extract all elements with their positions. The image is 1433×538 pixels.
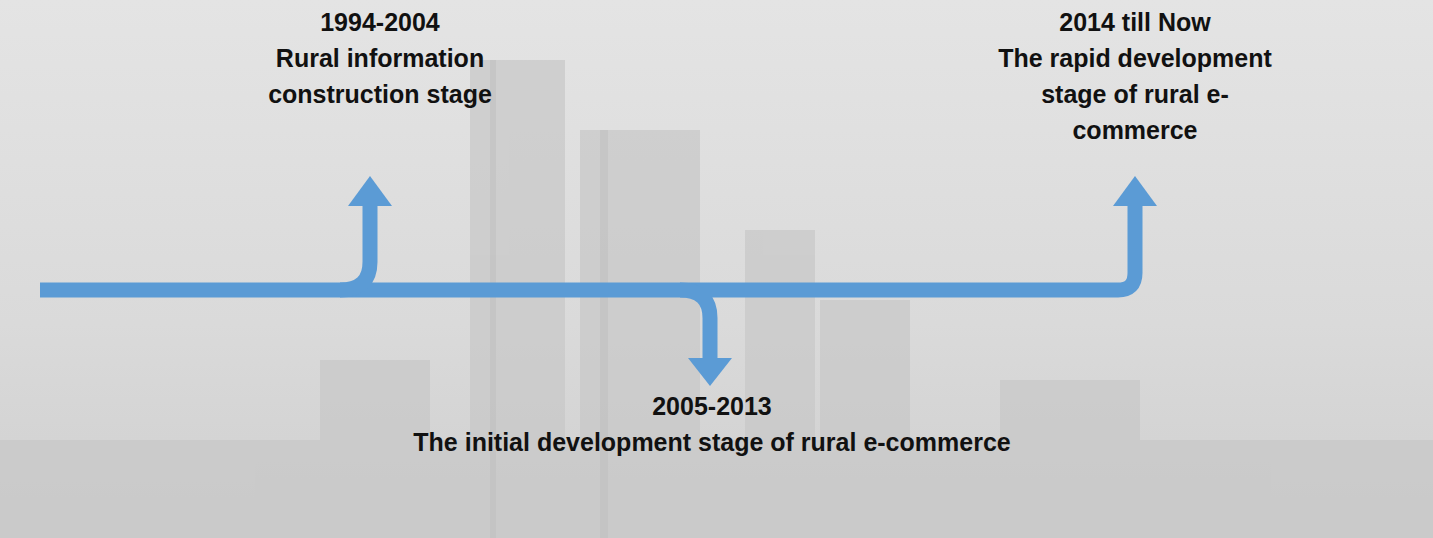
timeline-arrow	[40, 176, 1157, 386]
timeline-stage: 2005-2013The initial development stage o…	[262, 388, 1162, 460]
stage-name: The initial development stage of rural e…	[262, 424, 1162, 460]
period-years: 2014 till Now	[985, 4, 1285, 40]
timeline-stage: 1994-2004Rural information construction …	[255, 4, 505, 112]
stage-name: The rapid development stage of rural e-c…	[985, 40, 1285, 148]
city-skyline	[0, 60, 1433, 538]
timeline-stage: 2014 till NowThe rapid development stage…	[985, 4, 1285, 148]
period-years: 2005-2013	[262, 388, 1162, 424]
period-years: 1994-2004	[255, 4, 505, 40]
stage-name: Rural information construction stage	[255, 40, 505, 112]
